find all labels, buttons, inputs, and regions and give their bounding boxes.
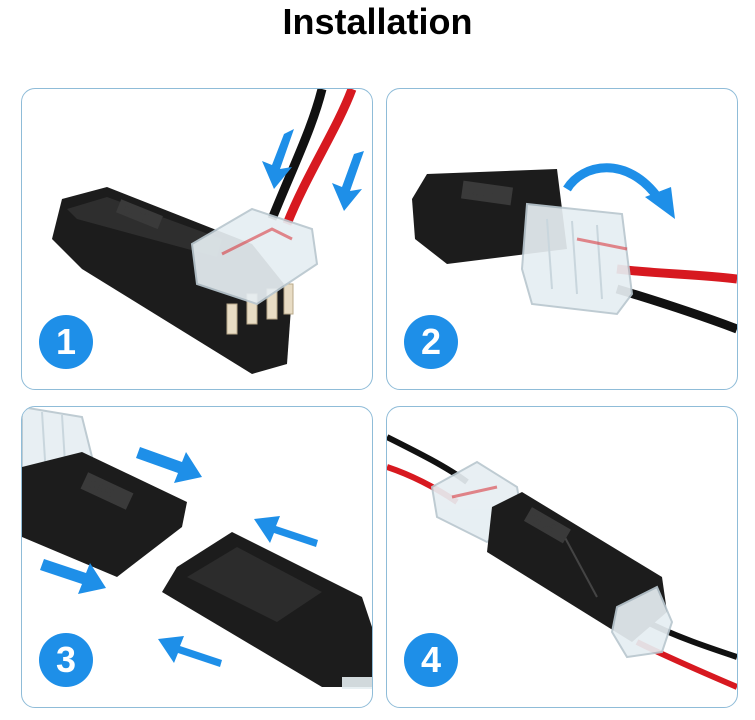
arrow-icon: [332, 151, 364, 211]
step-2-illustration: QIUE: [412, 163, 737, 334]
step-panel-4: QIUE 4: [386, 406, 738, 708]
arrow-icon: [262, 129, 294, 189]
step-number-badge: 2: [404, 315, 458, 369]
connector-housing: QIUE: [52, 187, 294, 374]
clear-cap: [520, 202, 634, 316]
arrow-icon: [40, 559, 106, 594]
curved-arrow-icon: [563, 163, 675, 219]
step-number-badge: 4: [404, 633, 458, 687]
brand-label: QIUE: [466, 184, 495, 201]
black-wire: [615, 284, 737, 334]
red-wire: [616, 264, 737, 284]
step-number-badge: 3: [39, 633, 93, 687]
connector-housing-left: QIUE: [22, 452, 187, 577]
arrow-icon: [158, 636, 222, 667]
step-3-illustration: QIUE: [22, 407, 372, 689]
step-panel-3: QIUE 3: [21, 406, 373, 708]
black-wire: [267, 89, 327, 221]
page-title: Installation: [282, 1, 473, 42]
step-panel-1: QIUE 1: [21, 88, 373, 390]
connector-housing-right: [162, 532, 372, 689]
clear-cap: [610, 585, 674, 659]
step-1-illustration: QIUE: [52, 89, 364, 374]
arrow-icon: [254, 516, 318, 547]
step-number-badge: 1: [39, 315, 93, 369]
step-panel-2: QIUE 2: [386, 88, 738, 390]
red-wire: [282, 89, 357, 226]
clear-cap: [190, 207, 319, 306]
arrow-icon: [136, 447, 202, 483]
step-4-illustration: QIUE: [387, 434, 737, 690]
